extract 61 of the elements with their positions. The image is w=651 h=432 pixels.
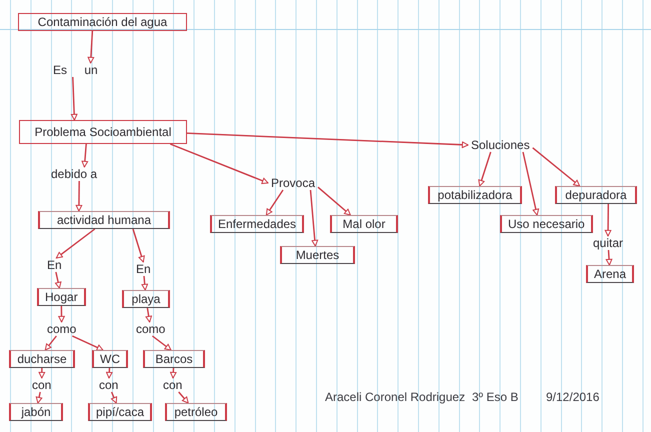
linking-phrase: debido a xyxy=(48,167,100,181)
concept-box: depuradora xyxy=(555,186,637,204)
linking-phrase: como xyxy=(133,322,168,336)
linking-phrase: como xyxy=(44,322,80,336)
concept-box: playa xyxy=(122,290,170,308)
linking-phrase: Es un xyxy=(50,63,101,77)
arrow xyxy=(145,308,152,322)
linking-phrase: quitar xyxy=(590,236,626,250)
concept-box: Hogar xyxy=(37,288,86,306)
concept-box: actividad humana xyxy=(38,211,170,229)
concept-box: pipí/caca xyxy=(88,403,152,421)
arrow xyxy=(310,190,318,246)
arrow xyxy=(266,190,284,216)
arrow xyxy=(532,147,580,187)
concept-box: Uso necesario xyxy=(500,215,593,233)
arrow xyxy=(44,336,57,350)
arrow xyxy=(604,204,612,236)
arrow xyxy=(110,392,118,404)
arrow xyxy=(318,186,351,216)
arrow xyxy=(522,152,540,216)
concept-box: jabón xyxy=(9,403,63,421)
concept-box: Enfermedades xyxy=(210,215,304,233)
linking-phrase: con xyxy=(160,378,186,392)
author-name: Araceli Coronel Rodriguez xyxy=(325,390,466,404)
concept-box: Muertes xyxy=(280,246,355,264)
date-label: 9/12/2016 xyxy=(546,390,600,404)
concept-box: WC xyxy=(92,350,128,368)
arrow xyxy=(186,132,468,148)
arrow xyxy=(170,368,177,378)
arrow xyxy=(152,335,172,351)
arrow xyxy=(76,181,82,212)
linking-phrase: Provoca xyxy=(268,176,318,190)
arrow xyxy=(82,144,88,168)
concept-box: ducharse xyxy=(9,350,75,368)
arrow xyxy=(38,368,46,378)
linking-phrase: con xyxy=(96,378,122,392)
concept-box: Arena xyxy=(586,265,634,283)
arrow xyxy=(132,228,145,262)
arrow xyxy=(170,143,268,184)
arrow xyxy=(36,392,42,404)
concept-box: potabilizadora xyxy=(428,186,522,204)
linking-phrase: con xyxy=(29,378,54,392)
concept-box: petróleo xyxy=(165,403,227,421)
concept-box: Contaminación del agua xyxy=(18,13,187,31)
concept-box: Problema Socioambiental xyxy=(19,120,187,144)
arrow xyxy=(88,30,94,64)
arrow xyxy=(54,272,62,288)
arrow xyxy=(606,250,612,266)
arrow xyxy=(72,335,104,351)
arrow xyxy=(178,392,189,404)
arrow xyxy=(70,76,78,120)
arrow xyxy=(141,276,148,290)
class-label: 3º Eso B xyxy=(472,390,518,404)
arrow xyxy=(478,152,492,186)
concept-box: Barcos xyxy=(143,350,205,368)
linking-phrase: Soluciones xyxy=(468,138,533,152)
arrow xyxy=(106,368,113,378)
concept-box: Mal olor xyxy=(330,215,398,233)
arrow xyxy=(58,306,65,322)
linking-phrase: En xyxy=(133,262,154,276)
linking-phrase: En xyxy=(44,258,65,272)
